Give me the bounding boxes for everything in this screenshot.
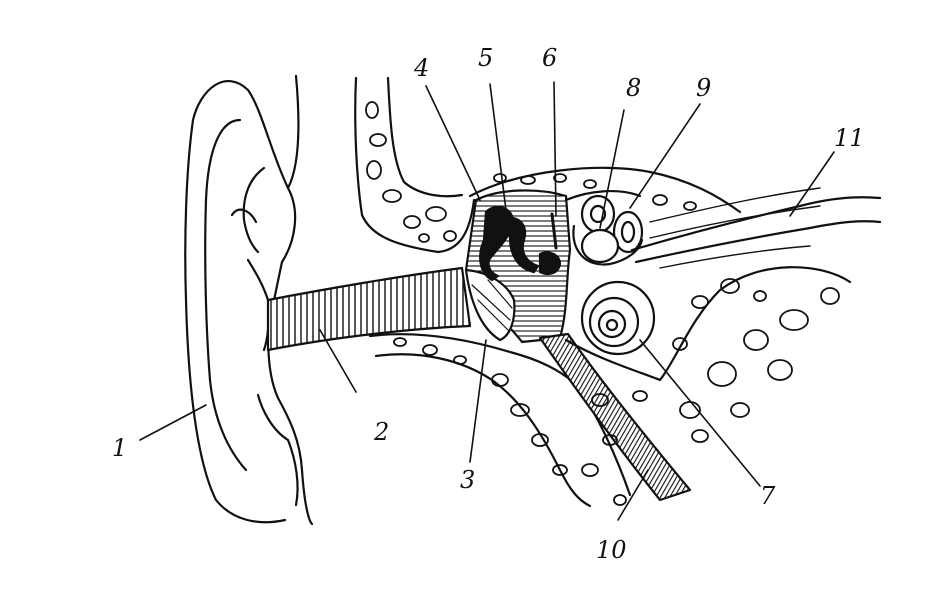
semicircular-canals [572, 194, 644, 266]
label-3: 3 [460, 466, 475, 494]
label-5: 5 [478, 44, 493, 72]
ossicles [479, 206, 562, 282]
petrous-bone [468, 166, 852, 382]
label-4: 4 [413, 54, 429, 82]
eardrum [464, 268, 516, 342]
auditory-nerve [630, 187, 882, 269]
cochlea [580, 280, 656, 356]
label-7: 7 [760, 482, 776, 510]
label-9: 9 [696, 74, 711, 102]
temporal-bone-lower [368, 333, 632, 508]
label-2: 2 [373, 418, 389, 446]
eustachian-tube [538, 332, 692, 502]
bone-cells [365, 101, 840, 506]
label-11: 11 [834, 124, 865, 152]
label-group: 1 2 3 4 5 6 7 8 9 10 11 [112, 44, 865, 564]
label-6: 6 [542, 44, 557, 72]
temporal-bone-upper [354, 76, 476, 254]
label-10: 10 [596, 536, 627, 564]
label-1: 1 [112, 434, 127, 462]
label-8: 8 [626, 74, 641, 102]
leader-lines [139, 81, 835, 521]
